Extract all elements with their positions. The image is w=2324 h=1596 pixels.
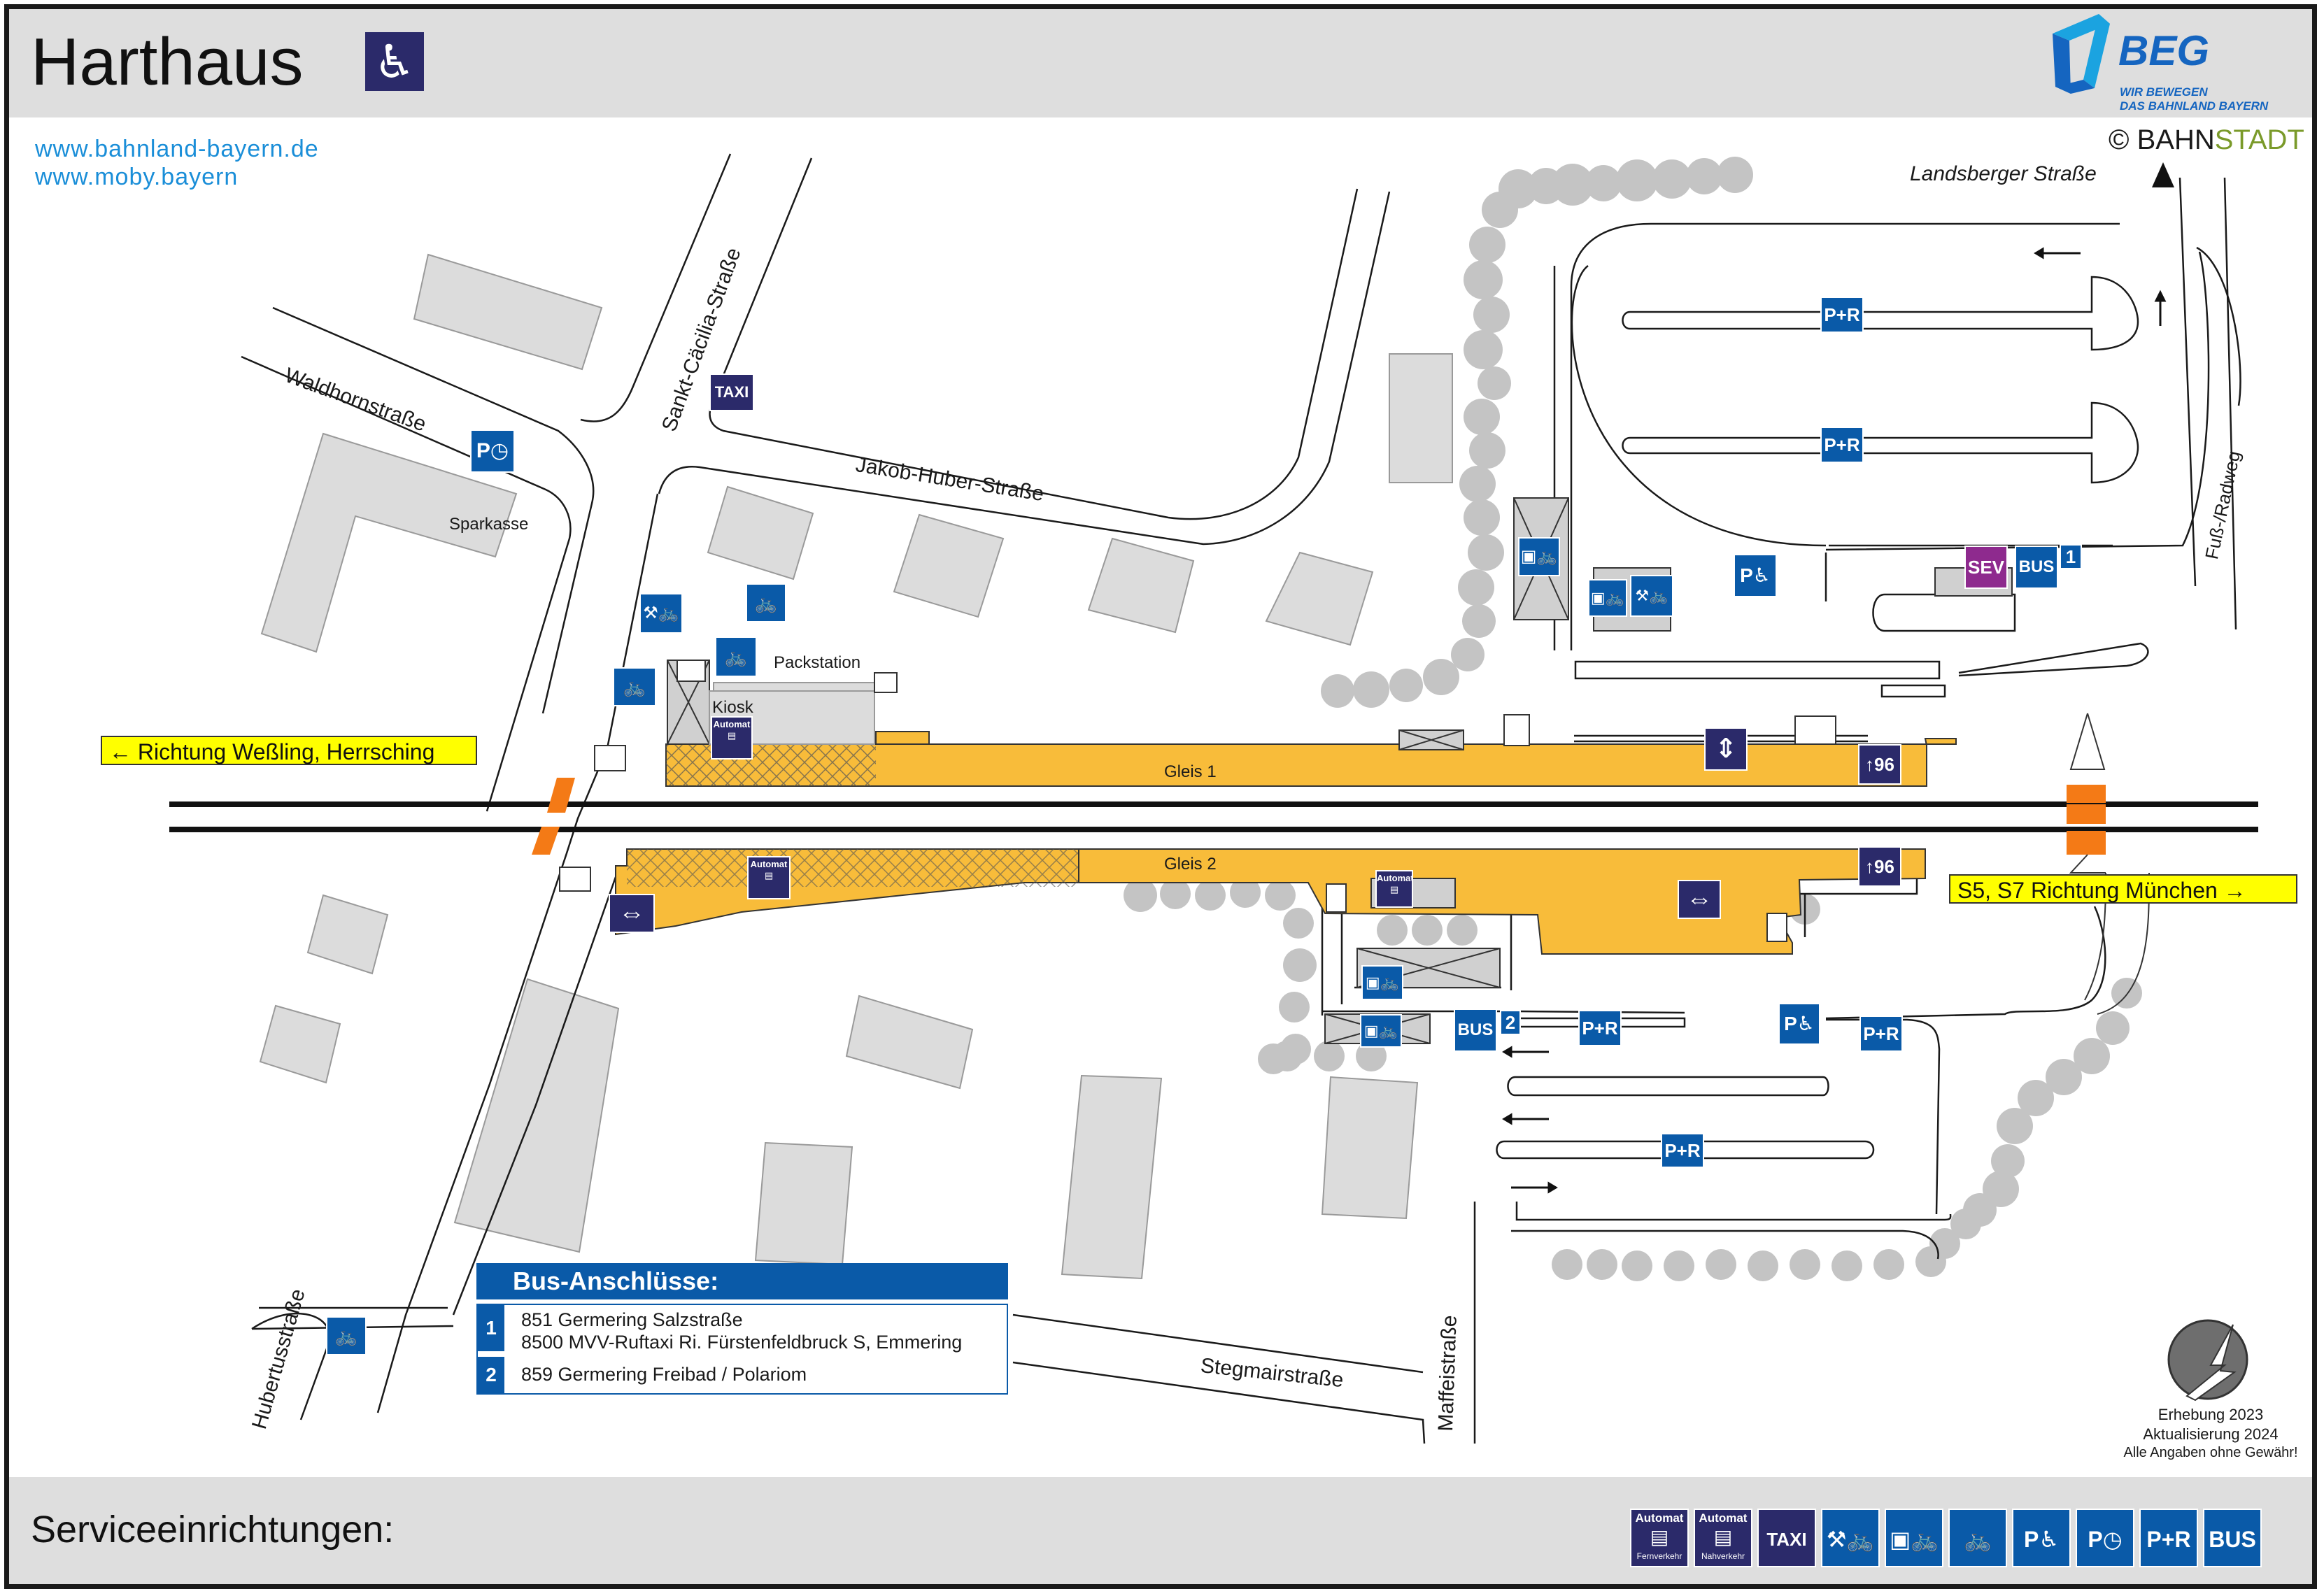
bus-connections-panel: Bus-Anschlüsse: 1 851 Germering Salzstra… — [476, 1263, 1008, 1395]
page-title: Harthaus — [31, 24, 304, 99]
taxi-icon: TAXI — [709, 373, 754, 411]
underpass-east — [2067, 785, 2106, 855]
bus-stop-number-1: 1 — [2060, 544, 2082, 569]
automat-icon-gleis-2: Automat▤ — [747, 856, 791, 899]
bike-parking-icon-2: 🚲 — [715, 636, 757, 677]
survey-update: Aktualisierung 2024 — [2143, 1425, 2279, 1443]
street-maffei: Maffeistraße — [1434, 1314, 1461, 1432]
label-gleis-2: Gleis 2 — [1164, 855, 1217, 874]
legend-bike-box-icon: ▣🚲 — [1885, 1509, 1943, 1567]
bus-stop-number-2: 2 — [1500, 1010, 1521, 1035]
label-packstation: Packstation — [774, 653, 861, 672]
ticket-glyph: ▤ — [1713, 1526, 1733, 1548]
legend-bike-parking-icon: 🚲 — [1948, 1509, 2007, 1567]
automat-label: Automat — [713, 719, 751, 729]
road-arrows — [1502, 247, 2167, 1194]
bus-line-859: 859 Germering Freibad / Polariom — [521, 1364, 807, 1385]
short-parking-icon: P◷ — [470, 429, 515, 473]
track-number-icon-gleis-2: ↑96 — [1858, 846, 1901, 887]
beg-logo — [2053, 14, 2110, 94]
service-title: Serviceeinrichtungen: — [31, 1509, 395, 1551]
automat-icon-gleis-1: Automat▤ — [711, 716, 753, 760]
north-arrow-icon — [2152, 162, 2174, 187]
bus-line-8500: 8500 MVV-Ruftaxi Ri. Fürstenfeldbruck S,… — [521, 1332, 963, 1353]
beg-brand: BEG — [2118, 27, 2210, 74]
bus-line-851: 851 Germering Salzstraße — [521, 1309, 743, 1330]
wheelchair-access-icon: ♿ — [365, 32, 424, 91]
label-sparkasse: Sparkasse — [449, 515, 529, 534]
compass-rose — [2167, 1319, 2248, 1402]
legend-bus-icon: BUS — [2203, 1509, 2262, 1567]
bike-parking-icon: 🚲 — [746, 583, 786, 622]
park-ride-icon-1: P+R — [1820, 297, 1864, 333]
automat-label: Automat — [1377, 873, 1413, 883]
park-ride-icon-2: P+R — [1820, 427, 1864, 463]
bike-parking-icon-3: 🚲 — [613, 667, 656, 706]
ticket-glyph: ▤ — [1650, 1526, 1669, 1548]
survey-disclaimer: Alle Angaben ohne Gewähr! — [2123, 1445, 2298, 1460]
copyright-prefix: © BAHN — [2109, 124, 2215, 155]
sev-icon: SEV — [1964, 546, 2008, 589]
bus-stop-badge-2: 2 — [478, 1357, 504, 1393]
park-ride-icon-3: P+R — [1578, 1010, 1622, 1046]
tracks — [169, 801, 2258, 832]
bus-stop-icon-1: BUS — [2015, 546, 2058, 589]
copyright: © BAHNSTADT — [2109, 124, 2304, 156]
north-parking — [1553, 177, 2241, 743]
bus-connections-list: 1 851 Germering Salzstraße 8500 MVV-Ruft… — [476, 1304, 1008, 1395]
bike-parking-icon-4: 🚲 — [326, 1316, 367, 1355]
stairs — [559, 660, 1836, 942]
elevator-icon-north: ⇕ — [1704, 727, 1748, 771]
underpass-west — [532, 778, 575, 855]
street-landsberger: Landsberger Straße — [1910, 162, 2097, 185]
vegetation — [1124, 157, 2142, 1281]
legend-automat-fernverkehr-icon: Automat▤ Fernverkehr — [1630, 1509, 1689, 1567]
legend-automat-nahverkehr-icon: Automat▤ Nahverkehr — [1694, 1509, 1752, 1567]
direction-west: ← Richtung Weßling, Herrsching — [101, 736, 477, 765]
bus-stop-icon-2: BUS — [1454, 1009, 1497, 1052]
label-kiosk: Kiosk — [712, 698, 753, 717]
track-number: 96 — [1874, 856, 1894, 877]
label-gleis-1: Gleis 1 — [1164, 762, 1217, 781]
bike-box-icon-4: ▣🚲 — [1360, 1014, 1402, 1048]
legend-sub: Fernverkehr — [1636, 1551, 1682, 1561]
automat-label: Automat — [750, 859, 788, 869]
survey-year: Erhebung 2023 — [2158, 1406, 2264, 1423]
legend-sub: Nahverkehr — [1701, 1551, 1745, 1561]
disabled-parking-icon: P♿ — [1734, 554, 1777, 597]
legend-short-parking-icon: P◷ — [2076, 1509, 2134, 1567]
legend-label: Automat — [1635, 1511, 1684, 1525]
beg-slogan-2: DAS BAHNLAND BAYERN — [2120, 99, 2269, 113]
track-number-icon-gleis-1: ↑96 — [1858, 744, 1901, 785]
automat-icon-south: Automat▤ — [1375, 870, 1413, 908]
elevator-icon-south: ⇔ — [1678, 880, 1721, 919]
bus-connections-title: Bus-Anschlüsse: — [476, 1263, 1008, 1299]
bike-service-icon: ⚒🚲 — [639, 593, 683, 634]
link-moby-bayern[interactable]: www.moby.bayern — [35, 164, 239, 190]
disabled-parking-icon-2: P♿ — [1778, 1003, 1820, 1045]
legend-bike-service-icon: ⚒🚲 — [1821, 1509, 1880, 1567]
legend-label: Automat — [1699, 1511, 1748, 1525]
bike-box-icon: ▣🚲 — [1518, 537, 1560, 576]
elevator-icon-west: ⇔ — [609, 894, 655, 933]
bus-stop-badge-1: 1 — [478, 1305, 504, 1351]
track-number: 96 — [1874, 754, 1894, 775]
legend-disabled-parking-icon: P♿ — [2012, 1509, 2071, 1567]
beg-slogan-1: WIR BEWEGEN — [2120, 85, 2208, 99]
legend-park-ride-icon: P+R — [2139, 1509, 2198, 1567]
copyright-suffix: STADT — [2214, 124, 2304, 155]
park-ride-icon-4: P+R — [1859, 1016, 1903, 1052]
legend-taxi-icon: TAXI — [1757, 1509, 1816, 1567]
park-ride-icon-5: P+R — [1661, 1133, 1704, 1168]
direction-east: S5, S7 Richtung München → — [1949, 874, 2297, 904]
bike-box-icon-2: ▣🚲 — [1588, 579, 1627, 617]
bike-box-icon-3: ▣🚲 — [1361, 965, 1403, 1000]
bike-service-icon-2: ⚒🚲 — [1630, 575, 1673, 617]
link-bahnland-bayern[interactable]: www.bahnland-bayern.de — [35, 136, 319, 162]
